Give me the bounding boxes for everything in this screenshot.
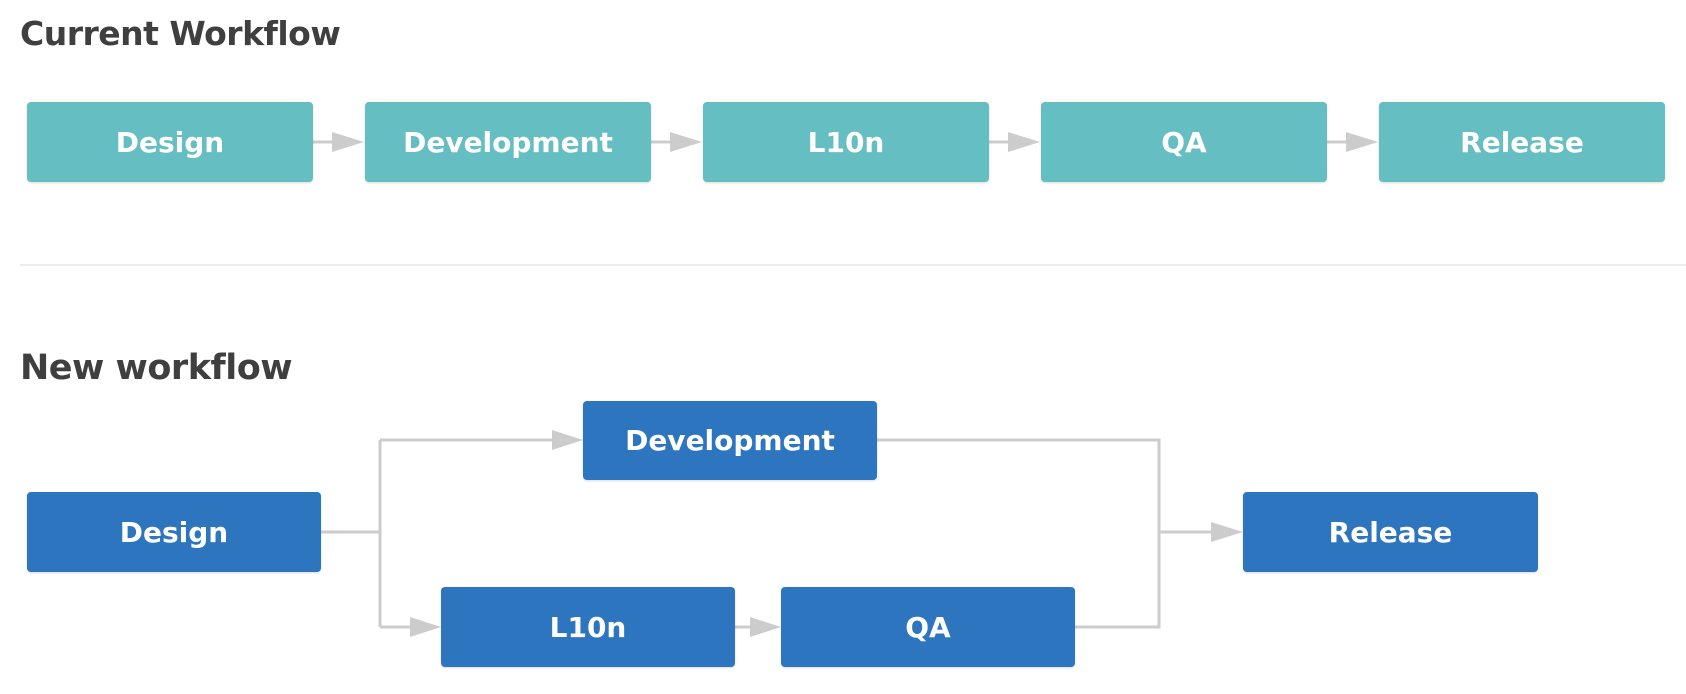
new-step-design[interactable]: Design bbox=[27, 492, 321, 572]
section-divider bbox=[20, 264, 1686, 266]
arrowhead bbox=[1211, 522, 1243, 542]
current-step-l10n[interactable]: L10n bbox=[703, 102, 989, 182]
current-workflow-title: Current Workflow bbox=[20, 14, 341, 53]
new-connectors bbox=[321, 430, 1243, 637]
new-workflow-title: New workflow bbox=[20, 348, 293, 388]
new-line-qa-merge bbox=[1075, 532, 1161, 629]
arrowhead bbox=[670, 132, 702, 152]
new-step-development[interactable]: Development bbox=[583, 401, 877, 480]
arrowhead bbox=[410, 617, 441, 637]
arrowhead bbox=[750, 617, 781, 637]
current-connectors bbox=[313, 132, 1378, 152]
arrowhead bbox=[332, 132, 364, 152]
new-step-l10n[interactable]: L10n bbox=[441, 587, 735, 667]
current-step-development[interactable]: Development bbox=[365, 102, 651, 182]
new-step-qa[interactable]: QA bbox=[781, 587, 1075, 667]
current-step-design[interactable]: Design bbox=[27, 102, 313, 182]
new-step-release[interactable]: Release bbox=[1243, 492, 1538, 572]
current-step-release[interactable]: Release bbox=[1379, 102, 1665, 182]
new-line-development-merge bbox=[877, 438, 1161, 532]
arrowhead bbox=[1008, 132, 1040, 152]
arrowhead bbox=[1346, 132, 1378, 152]
current-step-qa[interactable]: QA bbox=[1041, 102, 1327, 182]
arrowhead bbox=[552, 430, 583, 450]
